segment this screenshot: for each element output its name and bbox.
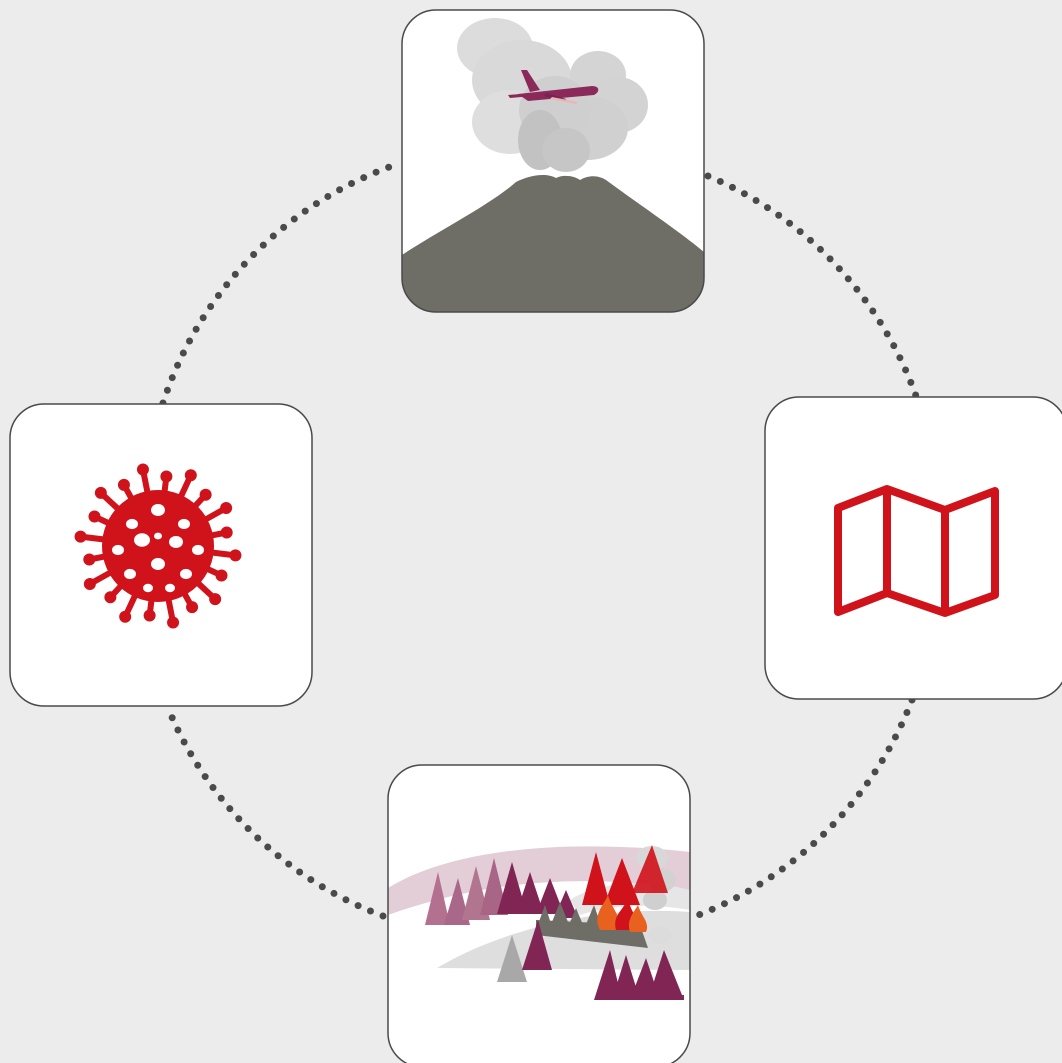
virus-spot	[124, 568, 136, 580]
node-volcano	[401, 9, 705, 313]
virus-spike-tip	[220, 502, 233, 515]
virus-spot	[143, 583, 153, 593]
virus-spike-tip	[143, 609, 156, 622]
connector-right-bottom	[692, 696, 916, 920]
virus-spike-tip	[209, 593, 222, 606]
volcano-ash-cloud-airplane-icon	[402, 18, 704, 312]
virus-icon	[74, 463, 242, 629]
virus-spike-tip	[220, 526, 233, 539]
virus-spike-tip	[186, 601, 199, 614]
virus-spike-tip	[199, 488, 212, 501]
virus-spot	[134, 533, 150, 547]
node-wildfire	[387, 764, 691, 1063]
virus-spot	[126, 518, 138, 530]
virus-spot	[154, 532, 162, 540]
virus-spike-tip	[83, 553, 96, 566]
smoke-plume-icon	[388, 846, 690, 915]
node-virus	[9, 403, 313, 707]
virus-spot	[151, 558, 165, 570]
connector-left-top	[159, 162, 396, 407]
virus-spike-tip	[167, 616, 180, 629]
airplane-icon	[508, 70, 599, 104]
virus-spike-tip	[104, 591, 117, 604]
virus-spike-tip	[94, 486, 107, 499]
virus-spot	[151, 504, 165, 516]
connector-top-right	[704, 172, 920, 400]
virus-spike-tip	[136, 463, 149, 476]
virus-spike-tip	[88, 510, 101, 523]
connector-bottom-left	[164, 704, 387, 920]
virus-spike-tip	[119, 610, 132, 623]
virus-spot	[178, 518, 190, 530]
virus-spot	[180, 568, 192, 580]
virus-spot	[192, 544, 204, 556]
map-icon	[834, 485, 999, 617]
volcano-icon	[402, 175, 704, 312]
virus-spot	[165, 583, 175, 593]
wildfire-smoke-forest-icon	[388, 845, 690, 1000]
virus-spike-tip	[215, 569, 228, 582]
virus-spot	[112, 544, 124, 556]
virus-spike-tip	[229, 549, 242, 562]
virus-spot	[169, 536, 183, 548]
node-map	[764, 396, 1062, 700]
virus-spike-tip	[83, 577, 96, 590]
virus-spike-tip	[74, 530, 87, 543]
virus-spike-tip	[160, 470, 173, 483]
virus-spike-tip	[184, 469, 197, 482]
dotted-connectors	[159, 162, 920, 920]
card-map	[764, 396, 1062, 700]
virus-spike-tip	[117, 478, 130, 491]
